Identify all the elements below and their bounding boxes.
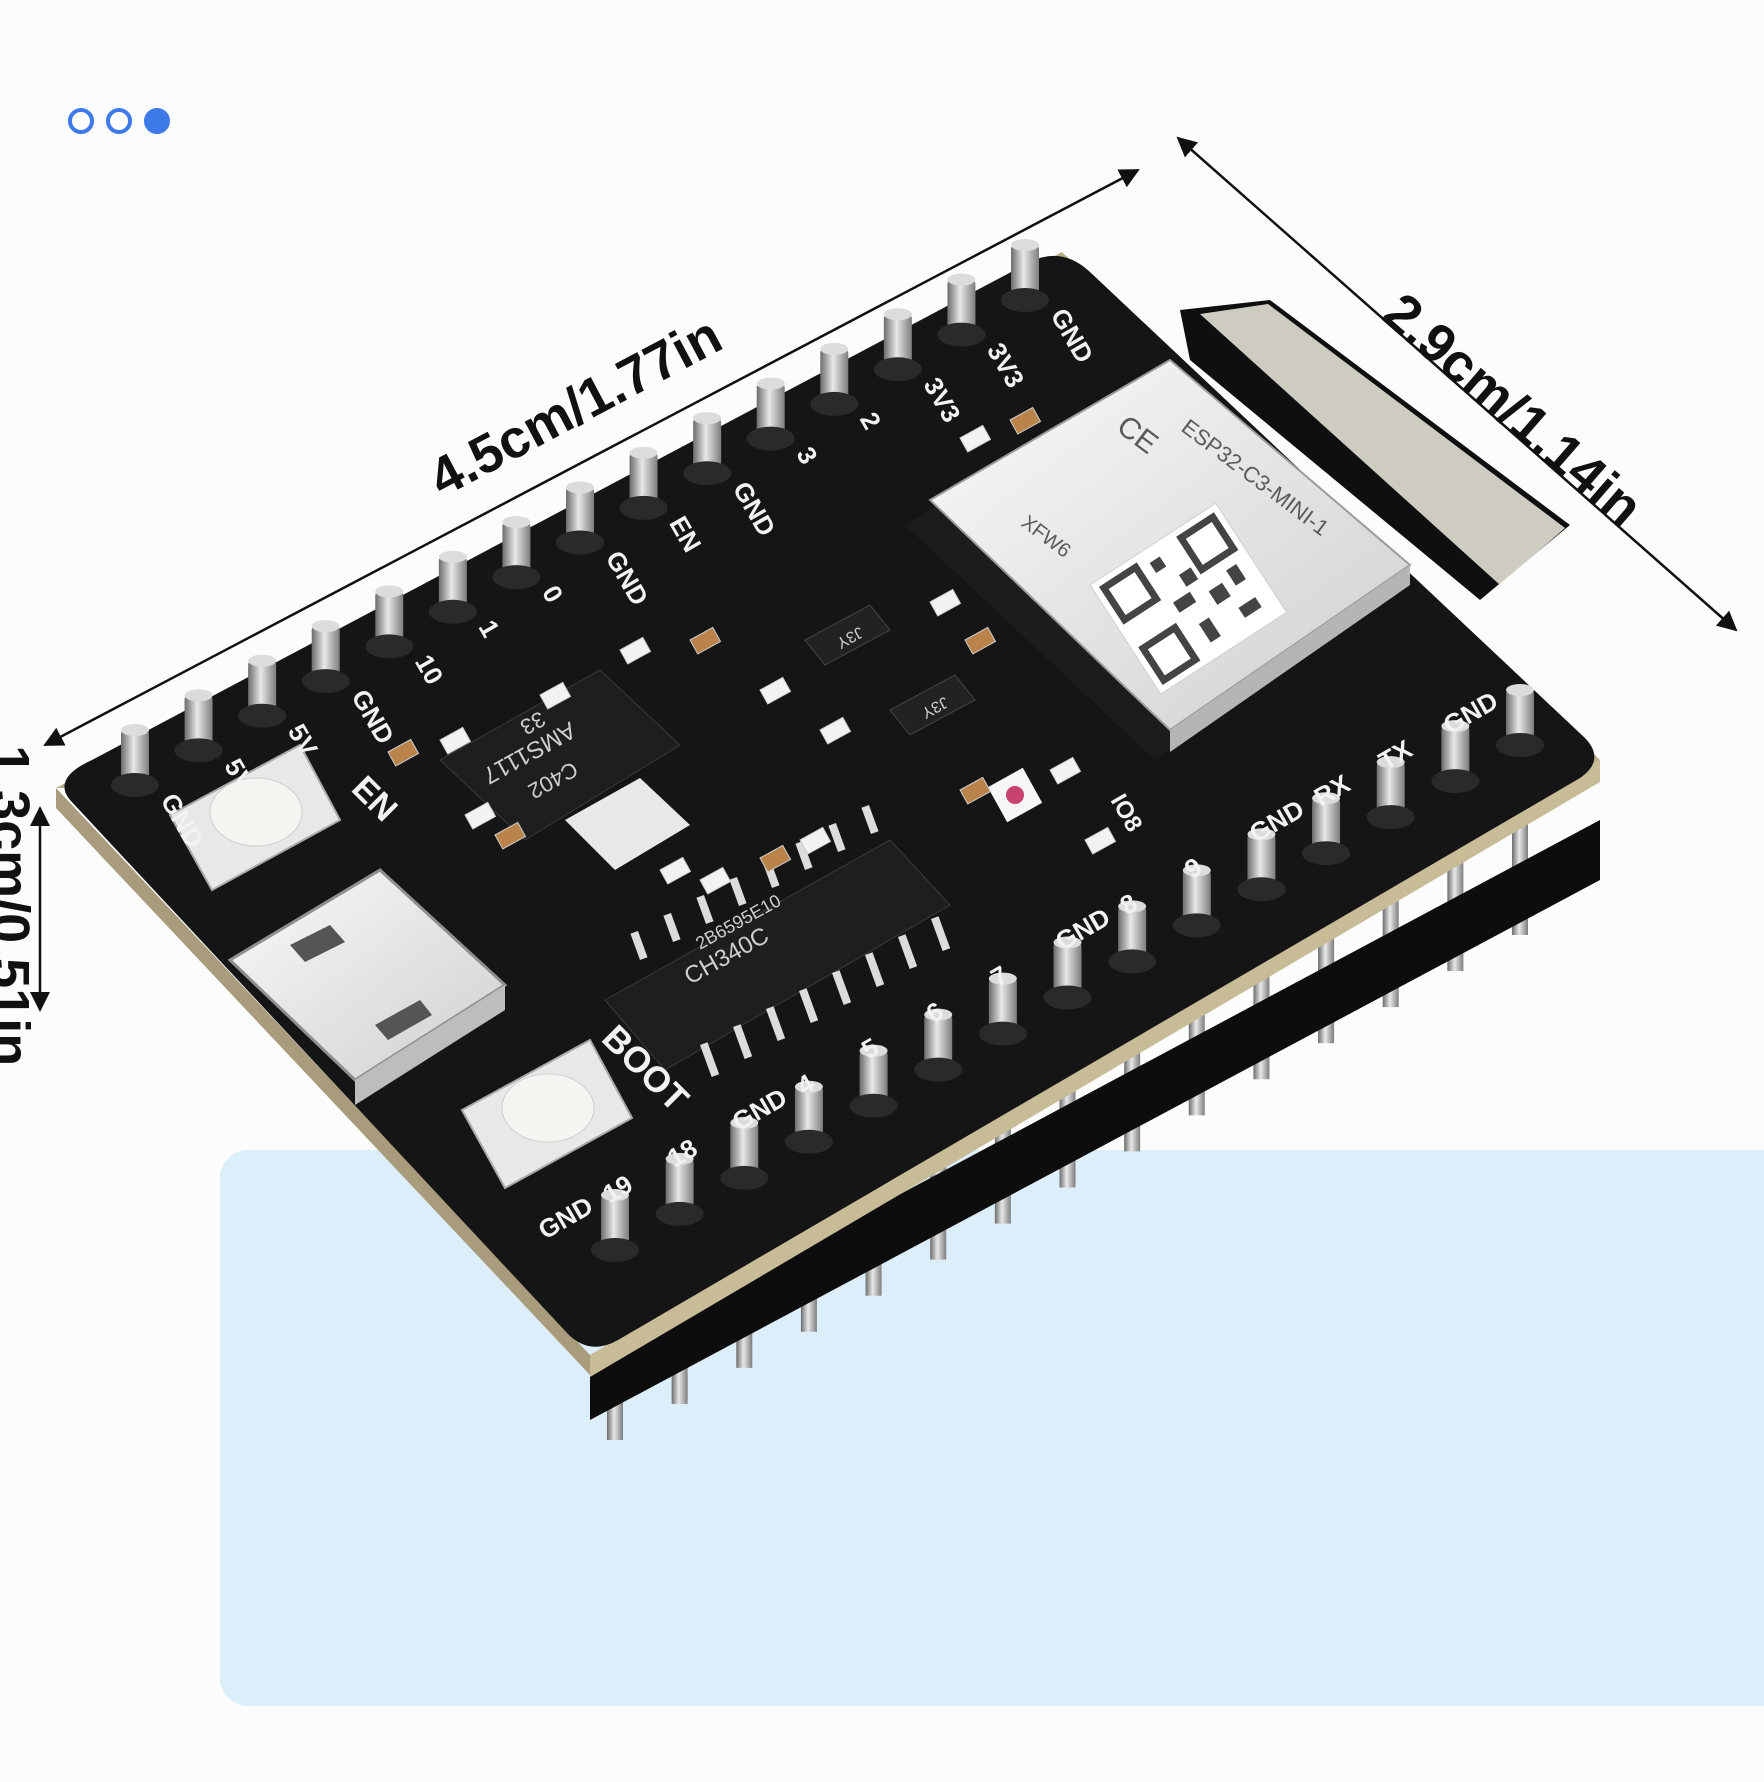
pin-head — [184, 695, 213, 751]
smd-part — [799, 826, 832, 855]
pin-head — [1376, 762, 1405, 818]
pin-head — [947, 279, 976, 335]
pin-head — [601, 1195, 629, 1250]
smd-part — [539, 681, 572, 710]
qr-code-icon — [1089, 502, 1288, 695]
carousel-dot[interactable] — [144, 108, 170, 134]
smd-part — [959, 776, 992, 805]
en-button[interactable] — [168, 743, 342, 892]
pin-head — [924, 1014, 953, 1070]
smd-part — [819, 716, 852, 745]
pin-head — [756, 383, 785, 439]
carousel-dot[interactable] — [106, 108, 132, 134]
pin-head — [121, 730, 149, 785]
smd-part — [387, 738, 420, 767]
pin-head — [311, 626, 340, 682]
dimension-lines — [30, 136, 1738, 1012]
smd-part — [1084, 826, 1117, 855]
pin-head — [1247, 834, 1276, 890]
smd-part — [1009, 406, 1042, 435]
pin-head — [820, 348, 849, 404]
pin-head — [1312, 798, 1341, 854]
smd-part — [494, 821, 527, 850]
pin-head — [730, 1122, 759, 1178]
pin-head — [794, 1086, 823, 1142]
pin-head — [1053, 942, 1082, 998]
smd-part — [689, 626, 722, 655]
smd-part — [619, 636, 652, 665]
boot-button[interactable] — [460, 1038, 634, 1190]
smd-part — [929, 588, 962, 617]
pin-header-strip — [590, 820, 1600, 1420]
pin-head — [438, 556, 467, 612]
smd-part — [439, 726, 472, 755]
pin-head — [1182, 870, 1211, 926]
carousel-dot[interactable] — [68, 108, 94, 134]
height-dimension: 1.3cm/0.51in — [0, 745, 40, 1066]
smd-part — [1049, 756, 1082, 785]
smd-part — [964, 626, 997, 655]
smd-part — [759, 676, 792, 705]
pin-head — [629, 452, 658, 508]
pin-head — [988, 978, 1017, 1034]
pin-head — [883, 314, 912, 370]
pin-head — [375, 591, 404, 647]
pin-head — [859, 1050, 888, 1106]
smd-part — [699, 866, 732, 895]
pin-head — [1441, 726, 1470, 782]
usb-serial-chip: CH340C 2B6595E10 — [604, 804, 951, 1077]
smd-part — [464, 801, 497, 830]
pin-head — [1118, 906, 1147, 962]
esp32-module: ESP32-C3-MINI-1 XFW6 CE — [905, 358, 1412, 760]
pin-head — [665, 1158, 694, 1214]
pin-head — [1506, 690, 1534, 745]
pin-head — [566, 487, 594, 543]
regulator-chip: AMS1117 33 C402 — [439, 669, 690, 870]
pin-head — [693, 418, 722, 474]
pin-head — [248, 660, 277, 716]
smd-part — [959, 424, 992, 453]
micro-usb-port — [227, 868, 508, 1105]
smd-components — [387, 406, 1117, 895]
smd-part — [659, 856, 692, 885]
smd-part — [759, 844, 792, 873]
pin-head — [1011, 245, 1039, 300]
pin-head — [502, 522, 531, 578]
carousel-dots — [68, 108, 170, 134]
